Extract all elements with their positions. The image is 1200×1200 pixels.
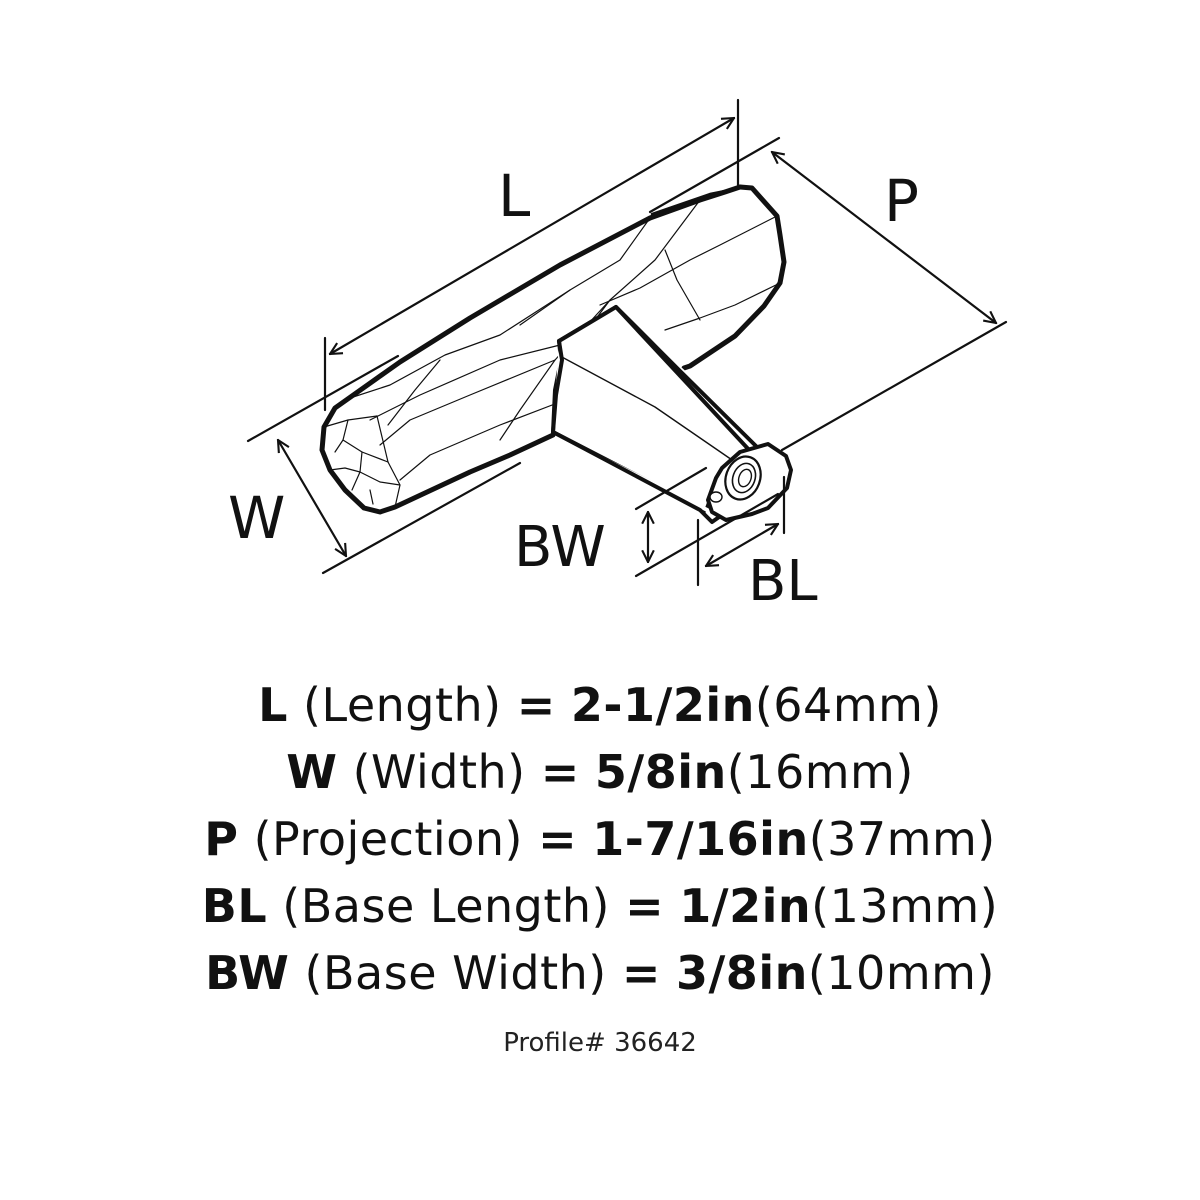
spec-metric: (64mm) [754, 678, 942, 732]
dimension-label-p: P [884, 167, 919, 235]
spec-width: W (Width) = 5/8in(16mm) [0, 739, 1200, 806]
spec-base-length: BL (Base Length) = 1/2in(13mm) [0, 873, 1200, 940]
spec-desc: (Base Length) [282, 879, 610, 933]
knob-base [551, 305, 793, 524]
spec-desc: (Length) [303, 678, 502, 732]
dimension-label-w: W [228, 484, 285, 552]
spec-length: L (Length) = 2-1/2in(64mm) [0, 672, 1200, 739]
spec-equals: = [540, 745, 580, 799]
spec-code: P [204, 812, 239, 866]
profile-number: Profile# 36642 [503, 1028, 697, 1058]
dimension-label-l: L [498, 162, 530, 230]
spec-equals: = [621, 946, 661, 1000]
spec-imperial: 3/8in [676, 946, 808, 1000]
knob-dimension-drawing: L P W BW BL [228, 98, 1008, 614]
spec-desc: (Width) [352, 745, 526, 799]
spec-imperial: 1/2in [679, 879, 812, 933]
spec-code: L [258, 678, 288, 732]
spec-equals: = [625, 879, 665, 933]
spec-imperial: 2-1/2in [570, 678, 755, 732]
spec-imperial: 1-7/16in [592, 812, 809, 866]
spec-metric: (10mm) [807, 946, 995, 1000]
spec-code: BL [201, 879, 268, 933]
spec-equals: = [538, 812, 578, 866]
spec-projection: P (Projection) = 1-7/16in(37mm) [0, 806, 1200, 873]
spec-metric: (13mm) [811, 879, 999, 933]
spec-desc: (Projection) [253, 812, 523, 866]
dimension-label-bl: BL [748, 549, 818, 614]
spec-imperial: 5/8in [594, 745, 727, 799]
dimension-spec-list: L (Length) = 2-1/2in(64mm) W (Width) = 5… [0, 672, 1200, 1007]
spec-metric: (37mm) [808, 812, 996, 866]
dimension-label-bw: BW [514, 515, 606, 580]
spec-code: BW [205, 946, 290, 1000]
spec-desc: (Base Width) [304, 946, 607, 1000]
spec-base-width: BW (Base Width) = 3/8in(10mm) [0, 940, 1200, 1007]
spec-equals: = [516, 678, 556, 732]
spec-code: W [286, 745, 338, 799]
spec-metric: (16mm) [726, 745, 914, 799]
dimension-lines [246, 98, 1008, 587]
